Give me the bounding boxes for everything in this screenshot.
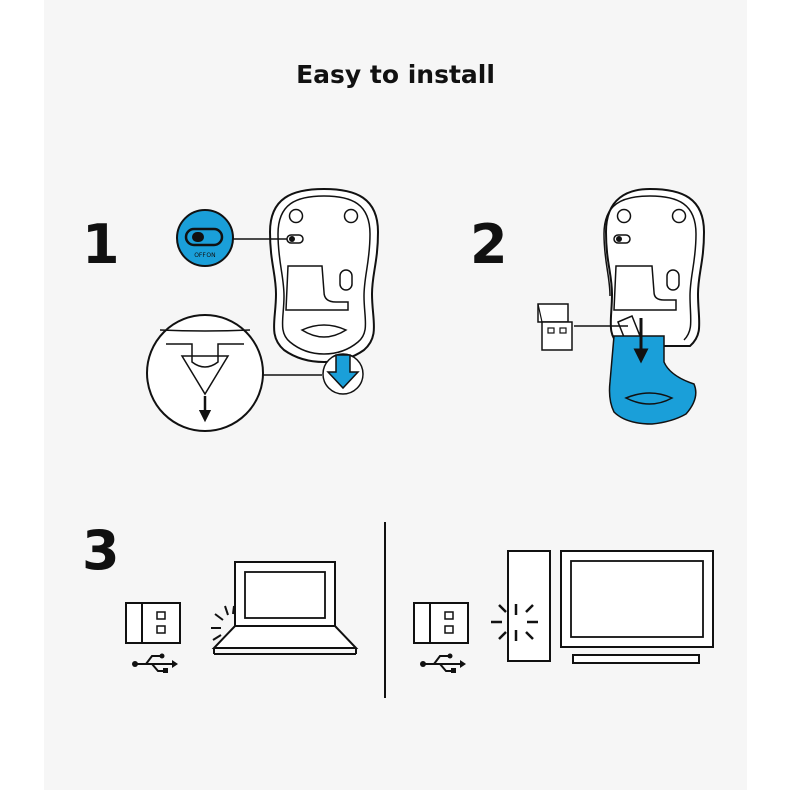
step-number-1: 1 [82, 213, 120, 276]
light-burst-icon [211, 605, 235, 641]
blue-battery-door [608, 318, 697, 425]
step1-mouse-underside [268, 187, 380, 364]
step-number-3: 3 [82, 519, 120, 582]
monitor-icon [560, 550, 714, 664]
usb-symbol-icon [132, 653, 178, 673]
step2-mouse-underside [603, 187, 706, 347]
page-title: Easy to install [296, 60, 495, 89]
usb-symbol-icon-right [420, 653, 466, 673]
power-switch-icon: OFF ON [176, 209, 234, 267]
usb-receiver-icon-right [413, 602, 469, 644]
switch-on-label: ON [206, 252, 215, 259]
battery-door-arrow-icon [146, 314, 264, 432]
blue-down-arrow-icon [322, 353, 364, 395]
laptop-icon [211, 561, 359, 655]
usb-receiver-icon [125, 602, 181, 644]
light-burst-icon-right [491, 604, 538, 641]
step-number-2: 2 [470, 213, 508, 276]
usb-receiver-icon-step2 [537, 303, 573, 351]
desktop-tower-icon [507, 550, 551, 662]
switch-off-label: OFF [194, 252, 206, 259]
